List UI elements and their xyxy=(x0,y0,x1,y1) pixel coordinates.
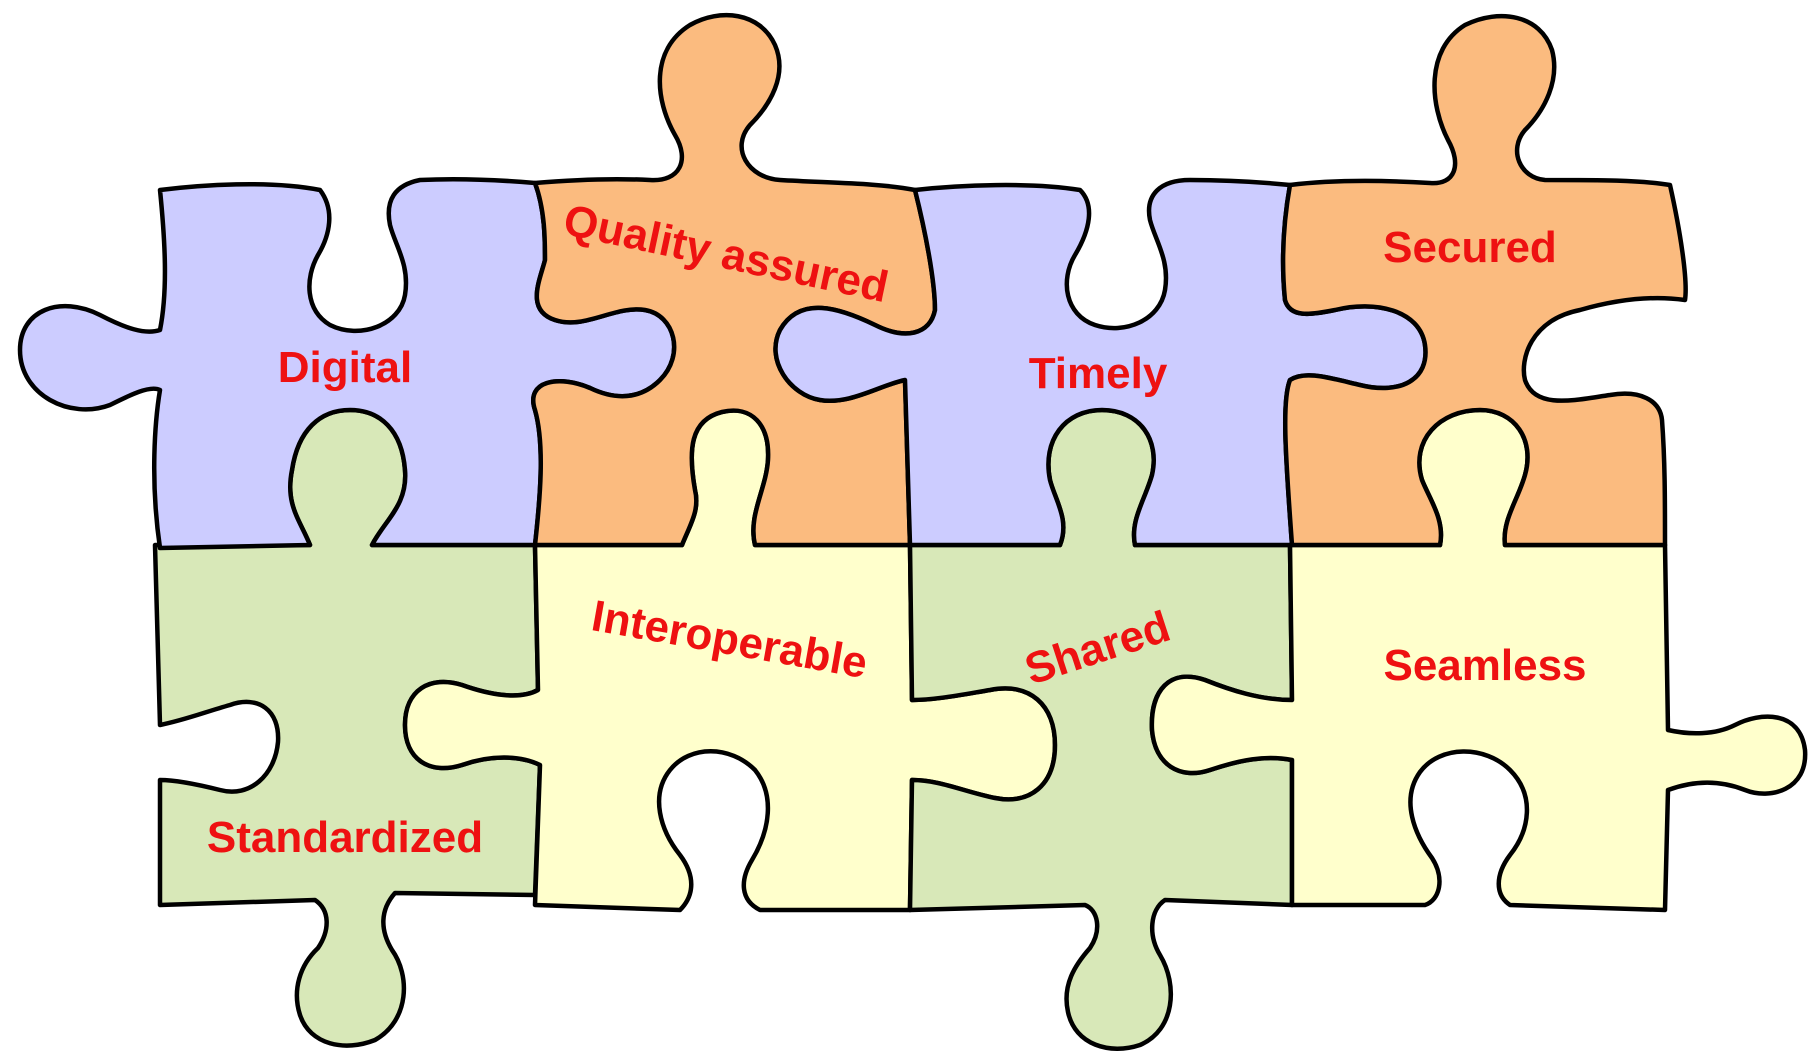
piece-label-secured: Secured xyxy=(1383,223,1557,272)
piece-label-timely: Timely xyxy=(1029,349,1168,398)
piece-label-digital: Digital xyxy=(278,343,412,392)
piece-label-seamless: Seamless xyxy=(1383,641,1586,690)
puzzle-piece-secured xyxy=(1280,13,1688,548)
puzzle-piece-shape xyxy=(1280,13,1688,548)
piece-label-standardized: Standardized xyxy=(207,813,483,862)
